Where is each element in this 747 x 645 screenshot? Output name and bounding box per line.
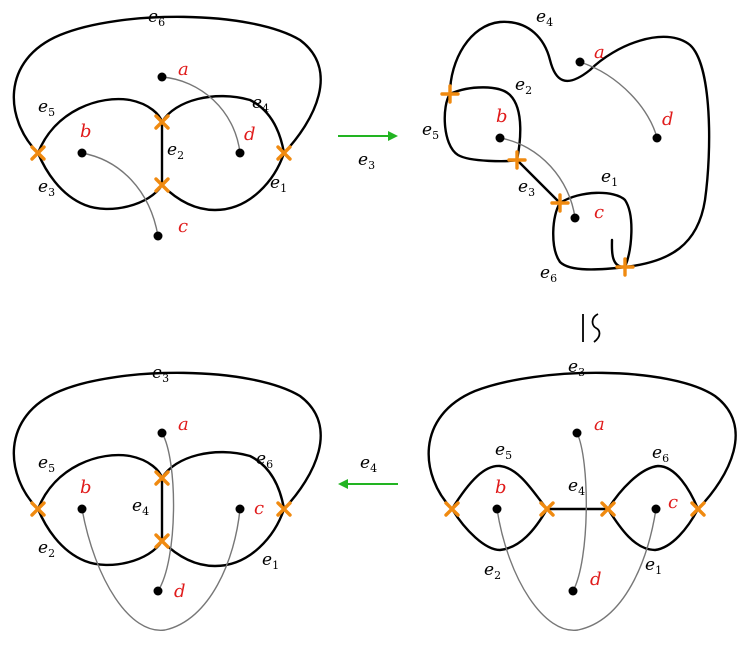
arrow-e3: e3	[338, 131, 398, 172]
cross-marker	[444, 501, 460, 517]
label-a: a	[594, 414, 605, 435]
edge-label-e3: e3	[518, 177, 535, 199]
cross-marker	[690, 501, 706, 517]
cross-marker	[539, 501, 555, 517]
point-d	[568, 586, 578, 596]
outer-loop	[12, 371, 322, 511]
label-d: d	[590, 569, 602, 590]
edge-label-e4: e4	[252, 93, 269, 115]
point-a	[157, 72, 167, 82]
outer-loop	[448, 20, 711, 269]
panel-top-left: a b d c e6 e5 e4 e2 e3 e1	[12, 7, 322, 241]
cross-marker	[154, 177, 170, 193]
link-a-d	[579, 61, 658, 139]
outer-loop	[427, 371, 737, 511]
cross-marker	[154, 533, 170, 549]
edge-label-e4: e4	[536, 7, 553, 29]
link-b-c	[81, 152, 159, 237]
label-d: d	[174, 581, 186, 602]
cross-marker	[30, 501, 46, 517]
cross-marker	[600, 501, 616, 517]
point-b	[77, 504, 87, 514]
edge-label-e6: e6	[540, 263, 557, 285]
link-a-d	[157, 432, 175, 592]
isomorphism-symbol	[582, 313, 601, 343]
arrow-label-e4: e4	[360, 453, 377, 475]
link-b-c	[81, 508, 241, 631]
label-b: b	[80, 477, 92, 498]
edge-label-e1: e1	[601, 167, 618, 189]
edge-label-e3: e3	[152, 363, 169, 385]
label-d: d	[662, 109, 674, 130]
label-c: c	[594, 202, 604, 223]
cross-marker	[30, 145, 46, 161]
cross-marker	[276, 145, 292, 161]
panel-bottom-left: a b c d e3 e5 e6 e4 e2 e1	[12, 363, 322, 631]
label-a: a	[178, 414, 189, 435]
label-c: c	[254, 498, 264, 519]
label-d: d	[244, 124, 256, 145]
edge-label-e2: e2	[38, 538, 55, 560]
cross-marker	[154, 470, 170, 486]
edge-label-e5: e5	[495, 440, 512, 462]
edge-label-e5: e5	[422, 120, 439, 142]
point-d	[235, 148, 245, 158]
edge-label-e1: e1	[270, 173, 287, 195]
cross-marker	[276, 501, 292, 517]
point-b	[77, 148, 87, 158]
edge-label-e4: e4	[568, 476, 585, 498]
edge-label-e5: e5	[38, 453, 55, 475]
plus-marker	[507, 150, 527, 170]
plus-marker	[440, 84, 460, 104]
edge-label-e6: e6	[256, 449, 273, 471]
point-b	[495, 133, 505, 143]
label-c: c	[668, 492, 678, 513]
edge-label-e2: e2	[484, 560, 501, 582]
label-b: b	[496, 106, 508, 127]
label-c: c	[178, 216, 188, 237]
edge-label-e4: e4	[132, 496, 149, 518]
edge-label-e5: e5	[38, 97, 55, 119]
edge-label-e2: e2	[167, 140, 184, 162]
edge-label-e3: e3	[38, 177, 55, 199]
point-c	[235, 504, 245, 514]
edge-label-e3: e3	[568, 357, 585, 379]
outer-loop	[12, 15, 322, 155]
point-b	[492, 504, 502, 514]
cross-marker	[154, 114, 170, 130]
edge-label-e6: e6	[148, 7, 165, 29]
link-a-d	[161, 76, 241, 154]
point-d	[652, 133, 662, 143]
edge-e3	[516, 159, 561, 204]
link-b-c	[496, 508, 657, 631]
point-d	[153, 586, 163, 596]
label-a: a	[594, 42, 605, 63]
point-a	[157, 428, 167, 438]
edge-label-e2: e2	[515, 75, 532, 97]
arrow-e4: e4	[338, 453, 398, 489]
link-b-c	[499, 137, 576, 219]
edge-label-e6: e6	[652, 443, 669, 465]
point-c	[570, 213, 580, 223]
panel-bottom-right: a b c d e3 e5 e6 e4 e2 e1	[427, 357, 737, 631]
point-c	[651, 504, 661, 514]
plus-marker	[615, 257, 635, 277]
edge-label-e1: e1	[645, 555, 662, 577]
panel-top-right: a b d c e4 e2 e5 e3 e1 e6	[422, 7, 711, 285]
left-lobe	[36, 97, 164, 211]
point-a	[572, 428, 582, 438]
left-loop	[443, 86, 522, 163]
link-a-d	[572, 432, 587, 592]
arrow-label-e3: e3	[358, 150, 375, 172]
label-b: b	[495, 477, 507, 498]
plus-marker	[550, 193, 570, 213]
label-b: b	[80, 121, 92, 142]
point-a	[575, 57, 585, 67]
point-c	[153, 231, 163, 241]
label-a: a	[178, 59, 189, 80]
edge-label-e1: e1	[262, 550, 279, 572]
